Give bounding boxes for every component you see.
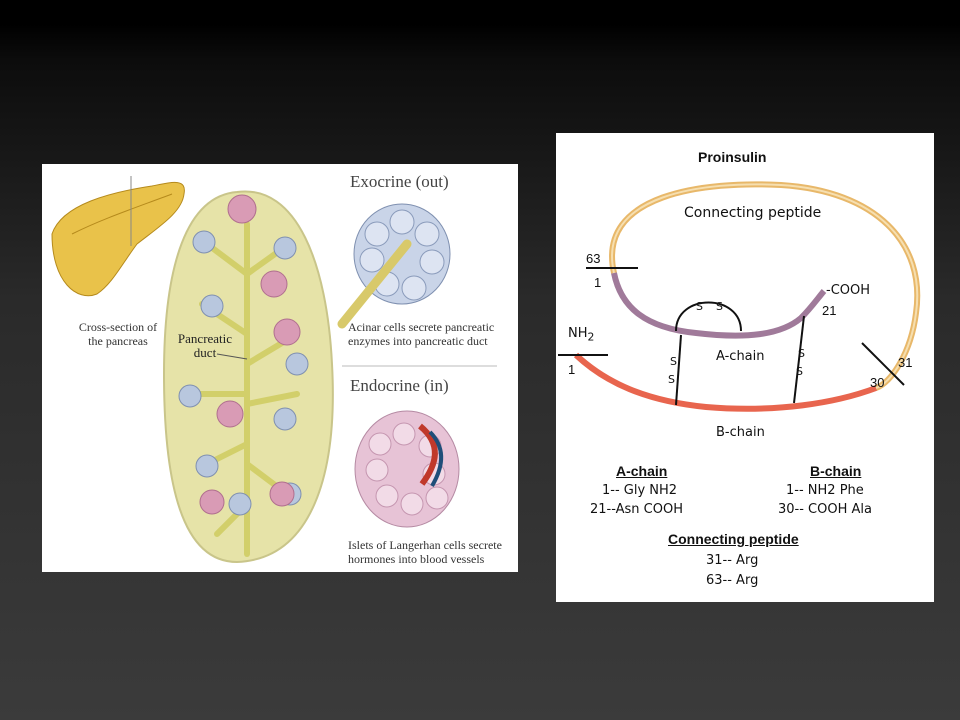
cooh-label: -COOH	[826, 283, 871, 298]
a-chain-strand	[611, 272, 827, 339]
b-chain-strand	[573, 352, 878, 412]
proinsulin-diagram	[558, 181, 921, 412]
pancreas-illustration-panel: Cross-section of the pancreas Pancreatic…	[42, 164, 518, 572]
acinar-cells-label: Acinar cells secrete pancreatic enzymes …	[348, 320, 495, 348]
legend-connecting-line1: 31-- Arg	[706, 553, 759, 568]
proinsulin-diagram-panel: Proinsulin Connecting peptide A-chain B-…	[556, 133, 934, 602]
residue-21: 21	[822, 303, 837, 318]
disulfide-s-inter-1b: S	[668, 373, 675, 386]
connecting-peptide-label: Connecting peptide	[684, 205, 822, 221]
legend-a-chain-line1: 1-- Gly NH2	[602, 483, 678, 498]
residue-1-a-chain: 1	[594, 275, 602, 290]
endocrine-heading: Endocrine (in)	[350, 376, 449, 395]
a-chain-label: A-chain	[716, 349, 765, 364]
exocrine-heading: Exocrine (out)	[350, 172, 449, 191]
pancreas-illustration	[51, 176, 497, 564]
legend-a-chain-line2: 21--Asn COOH	[590, 502, 683, 517]
disulfide-s-intra-1: S	[696, 300, 703, 313]
islet-cells-drawing	[354, 410, 460, 528]
legend-connecting-line2: 63-- Arg	[706, 573, 759, 588]
residue-30: 30	[870, 375, 885, 390]
residue-1-b-chain: 1	[568, 362, 576, 377]
cross-section-label: Cross-section of the pancreas	[78, 320, 158, 348]
islets-label: Islets of Langerhan cells secrete hormon…	[348, 538, 502, 566]
legend-connecting-heading: Connecting peptide	[668, 531, 799, 547]
acinar-cells-drawing	[337, 203, 451, 329]
disulfide-s-intra-2: S	[716, 300, 723, 313]
residue-63: 63	[586, 251, 601, 266]
disulfide-s-inter-1a: S	[670, 355, 677, 368]
legend-b-chain-line1: 1-- NH2 Phe	[786, 483, 864, 498]
whole-pancreas-drawing	[51, 176, 185, 297]
disulfide-s-inter-2a: S	[798, 347, 805, 360]
cross-section-drawing	[162, 190, 334, 564]
residue-31: 31	[898, 355, 913, 370]
proinsulin-title: Proinsulin	[698, 149, 767, 165]
legend-b-chain-line2: 30-- COOH Ala	[778, 502, 872, 517]
legend-a-chain-heading: A-chain	[616, 463, 668, 479]
disulfide-s-inter-2b: S	[796, 365, 803, 378]
pancreatic-duct-label: Pancreatic duct	[177, 331, 233, 360]
nh2-label: NH2	[568, 326, 595, 344]
b-chain-label: B-chain	[716, 425, 765, 440]
legend-b-chain-heading: B-chain	[810, 463, 862, 479]
